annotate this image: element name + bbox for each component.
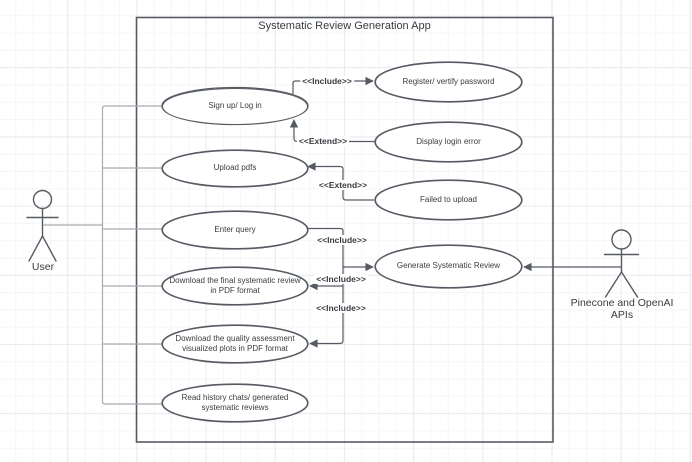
usecase-sign-up-log-in[interactable]: Sign up/ Log in — [162, 87, 308, 125]
edge-label-include-quality-plots[interactable]: <<Include>> — [314, 303, 368, 313]
usecase-label: Download the quality assessment visualiz… — [175, 333, 295, 353]
usecase-download-final-review[interactable]: Download the final systematic review in … — [162, 267, 308, 305]
usecase-label: Register/ vertify password — [402, 76, 495, 86]
system-title: Systematic Review Generation App — [258, 20, 431, 32]
usecase-label: Upload pdfs — [213, 163, 257, 173]
usecase-register-verify-password[interactable]: Register/ vertify password — [375, 62, 522, 102]
actor-apis-label: Pinecone and OpenAI APIs — [570, 297, 674, 322]
usecase-read-history[interactable]: Read history chats/ generated systematic… — [162, 384, 308, 422]
usecase-generate-systematic-review[interactable]: Generate Systematic Review — [375, 245, 522, 288]
usecase-label: Display login error — [416, 136, 481, 146]
usecase-enter-query[interactable]: Enter query — [162, 211, 308, 249]
edge-label-include-register[interactable]: <<Include>> — [300, 76, 354, 86]
usecase-label: Sign up/ Log in — [208, 100, 262, 110]
usecase-label: Read history chats/ generated systematic… — [181, 392, 289, 412]
usecase-label: Enter query — [214, 224, 256, 234]
usecase-label: Failed to upload — [420, 194, 477, 204]
usecase-label: Generate Systematic Review — [396, 261, 501, 271]
edge-label-extend-login-error[interactable]: <<Extend>> — [296, 136, 350, 146]
edge-label-include-generate[interactable]: <<Include>> — [315, 235, 369, 245]
usecase-label: Download the final systematic review in … — [169, 275, 301, 295]
usecase-display-login-error[interactable]: Display login error — [375, 122, 522, 162]
usecase-upload-pdfs[interactable]: Upload pdfs — [162, 150, 308, 187]
edge-label-extend-failed-upload[interactable]: <<Extend>> — [316, 180, 370, 190]
usecase-download-quality-plots[interactable]: Download the quality assessment visualiz… — [162, 325, 308, 363]
usecase-failed-to-upload[interactable]: Failed to upload — [375, 180, 522, 220]
actor-user-label: User — [31, 261, 55, 273]
edge-label-include-final-review[interactable]: <<Include>> — [314, 274, 368, 284]
